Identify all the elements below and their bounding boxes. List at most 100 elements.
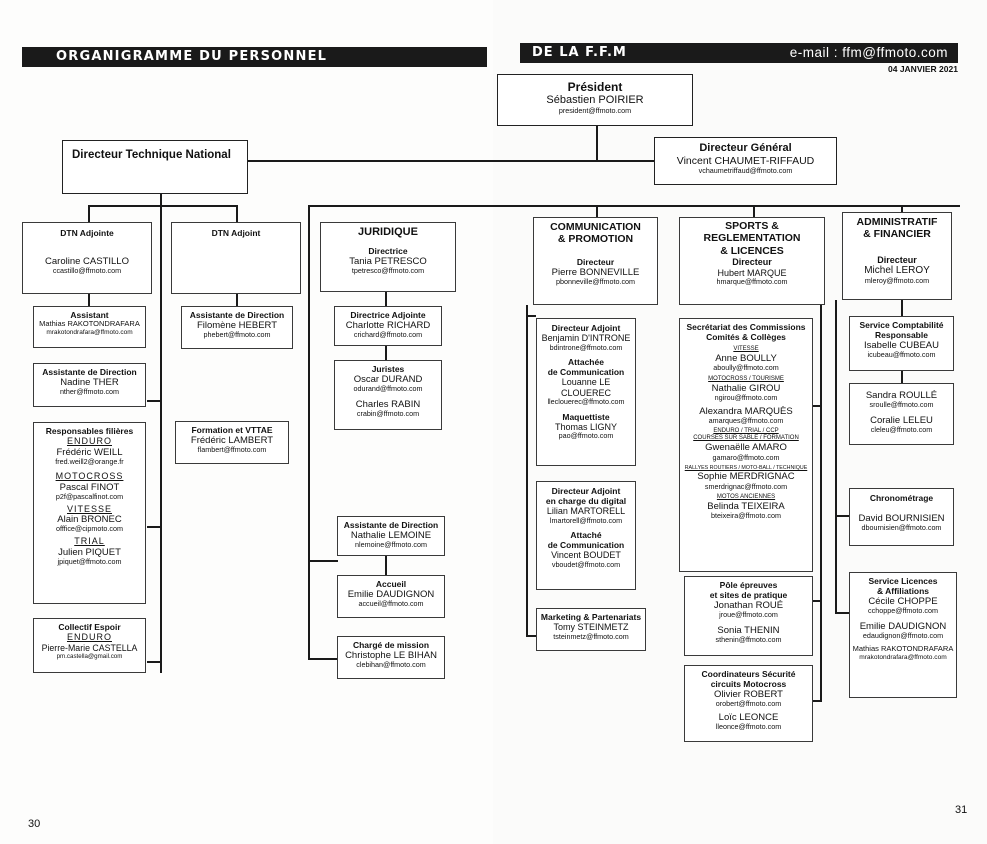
assistante-direction-email[interactable]: phebert@ffmoto.com (203, 330, 271, 340)
licences-email[interactable]: cchoppe@ffmoto.com (868, 606, 938, 616)
secretariat-email[interactable]: bteixeira@ffmoto.com (711, 511, 781, 521)
admin-title: & FINANCIER (863, 228, 931, 241)
espoir-label: ENDURO (66, 632, 112, 643)
epreuves-email[interactable]: jroue@ffmoto.com (719, 610, 778, 620)
connector-line (753, 205, 755, 217)
juridique-box: JURIDIQUE Directrice Tania PETRESCO tpet… (320, 222, 456, 292)
connector-line (308, 560, 338, 562)
filieres-title: Responsables filières (45, 426, 134, 436)
epreuves-title: Pôle épreuves (719, 580, 778, 590)
header-left-title: ORGANIGRAMME DU PERSONNEL (56, 49, 328, 64)
securite-email[interactable]: orobert@ffmoto.com (715, 699, 782, 709)
filiere-email[interactable]: p2f@pascalfinot.com (55, 492, 124, 502)
assistante-direction-box: Assistante de Direction Nathalie LEMOINE… (337, 516, 445, 556)
securite-name: Olivier ROBERT (714, 689, 783, 701)
attachee-email[interactable]: lleclouerec@ffmoto.com (547, 397, 625, 407)
assistante-direction-box: Assistante de Direction Filomène HEBERT … (181, 306, 293, 349)
compta-team-email[interactable]: cleleu@ffmoto.com (870, 424, 933, 434)
header-email[interactable]: e-mail : ffm@ffmoto.com (789, 45, 948, 60)
connector-line (308, 658, 338, 660)
assistante-direction-email[interactable]: nlemoine@ffmoto.com (355, 540, 427, 550)
mission-email[interactable]: clebihan@ffmoto.com (356, 660, 426, 670)
dg-email[interactable]: vchaumetriffaud@ffmoto.com (698, 166, 793, 176)
connector-line (308, 205, 960, 207)
juriste-email[interactable]: crabin@ffmoto.com (356, 408, 420, 418)
accueil-box: Accueil Emilie DAUDIGNON accueil@ffmoto.… (337, 575, 445, 618)
compta-team-email[interactable]: sroulle@ffmoto.com (869, 400, 934, 410)
dtn-adjointe-email[interactable]: ccastillo@ffmoto.com (52, 266, 122, 276)
epreuves-email[interactable]: sthenin@ffmoto.com (715, 634, 782, 644)
securite-email[interactable]: lleonce@ffmoto.com (715, 721, 782, 731)
compta-team-box: Sandra ROULLÉ sroulle@ffmoto.com Coralie… (849, 383, 954, 445)
directrice-adjointe-title: Directrice Adjointe (350, 310, 426, 320)
filiere-email[interactable]: jpiquet@ffmoto.com (57, 556, 122, 566)
vttae-box: Formation et VTTAE Frédéric LAMBERT flam… (175, 421, 289, 464)
mission-name: Christophe LE BIHAN (345, 650, 437, 662)
juridique-title: JURIDIQUE (358, 226, 418, 238)
president-email[interactable]: president@ffmoto.com (558, 106, 632, 116)
licences-email[interactable]: mrakotondrafara@ffmoto.com (859, 654, 947, 662)
marketing-box: Marketing & Partenariats Tomy STEINMETZ … (536, 608, 646, 651)
attachee-title: de Communication (547, 367, 625, 378)
sports-email[interactable]: hmarque@ffmoto.com (716, 277, 788, 287)
dtn-title: Directeur Technique National (72, 149, 231, 161)
espoir-name: Pierre-Marie CASTELLA (41, 642, 138, 653)
licences-email[interactable]: edaudignon@ffmoto.com (862, 630, 944, 640)
sports-role: Directeur (732, 257, 772, 268)
admin-box: ADMINISTRATIF & FINANCIER Directeur Mich… (842, 212, 952, 300)
secretariat-email[interactable]: amarques@ffmoto.com (708, 415, 784, 425)
comm-adjoint-title: Directeur Adjoint (551, 323, 621, 333)
compta-team-name: Coralie LELEU (870, 414, 933, 426)
accueil-title: Accueil (375, 579, 407, 589)
comm-adjoint-email[interactable]: bdintrone@ffmoto.com (549, 342, 623, 352)
directrice-adjointe-email[interactable]: crichard@ffmoto.com (353, 330, 423, 340)
juriste-name: Oscar DURAND (353, 374, 423, 386)
communication-role: Directeur (576, 256, 615, 267)
assistant-email[interactable]: mrakotondrafara@ffmoto.com (46, 328, 133, 336)
secretariat-email[interactable]: aboully@ffmoto.com (713, 363, 779, 373)
connector-line (88, 205, 90, 222)
licences-name: Cécile CHOPPE (868, 596, 938, 608)
dtn-box: Directeur Technique National (62, 140, 248, 194)
secretariat-email[interactable]: ngirou@ffmoto.com (714, 393, 778, 403)
admin-name: Michel LEROY (864, 265, 930, 277)
commission-label: COURSES SUR SABLE / FORMATION (693, 435, 799, 442)
commission-label: VITESSE (733, 346, 759, 353)
compta-title: Service Comptabilité (859, 320, 944, 330)
accueil-email[interactable]: accueil@ffmoto.com (358, 599, 424, 609)
juriste-email[interactable]: odurand@ffmoto.com (353, 384, 423, 394)
espoir-email[interactable]: pm.castella@gmail.com (56, 653, 123, 660)
communication-email[interactable]: pbonneville@ffmoto.com (555, 276, 636, 286)
connector-line (813, 700, 822, 702)
attache-email[interactable]: vboudet@ffmoto.com (551, 559, 621, 569)
marketing-name: Tomy STEINMETZ (553, 622, 629, 633)
connector-line (813, 405, 822, 407)
marketing-email[interactable]: tsteinmetz@ffmoto.com (553, 631, 629, 641)
connector-line (901, 205, 903, 217)
chrono-email[interactable]: dbournisien@ffmoto.com (861, 523, 942, 533)
digital-email[interactable]: lmartorell@ffmoto.com (549, 515, 623, 525)
president-name: Sébastien POIRIER (546, 94, 644, 107)
secretariat-email[interactable]: gamaro@ffmoto.com (712, 452, 780, 462)
connector-line (526, 315, 536, 317)
connector-line (248, 160, 654, 162)
attachee-title: Attachée (568, 357, 604, 368)
filiere-email[interactable]: fred.weill2@orange.fr (55, 456, 124, 466)
communication-name: Pierre BONNEVILLE (551, 266, 640, 278)
vttae-email[interactable]: flambert@ffmoto.com (197, 445, 267, 455)
juridique-email[interactable]: tpetresco@ffmoto.com (351, 266, 425, 276)
attache-title: de Communication (547, 540, 625, 551)
connector-line (308, 205, 310, 660)
commission-label: RALLYES ROUTIERS / MOTO-BALL / TECHNIQUE (684, 465, 808, 472)
sports-box: SPORTS & REGLEMENTATION & LICENCES Direc… (679, 217, 825, 305)
maquettiste-email[interactable]: pao@ffmoto.com (558, 431, 614, 441)
admin-email[interactable]: mleroy@ffmoto.com (864, 276, 930, 286)
juriste-name: Charles RABIN (355, 398, 421, 410)
filiere-email[interactable]: offfice@cipmoto.com (56, 524, 123, 534)
chrono-box: Chronométrage David BOURNISIEN dbournisi… (849, 488, 954, 546)
assistante-direction-email[interactable]: nther@ffmoto.com (59, 387, 120, 397)
compta-email[interactable]: icubeau@ffmoto.com (867, 350, 936, 360)
mission-title: Chargé de mission (352, 640, 430, 650)
secretariat-email[interactable]: smerdrignac@ffmoto.com (704, 481, 788, 491)
